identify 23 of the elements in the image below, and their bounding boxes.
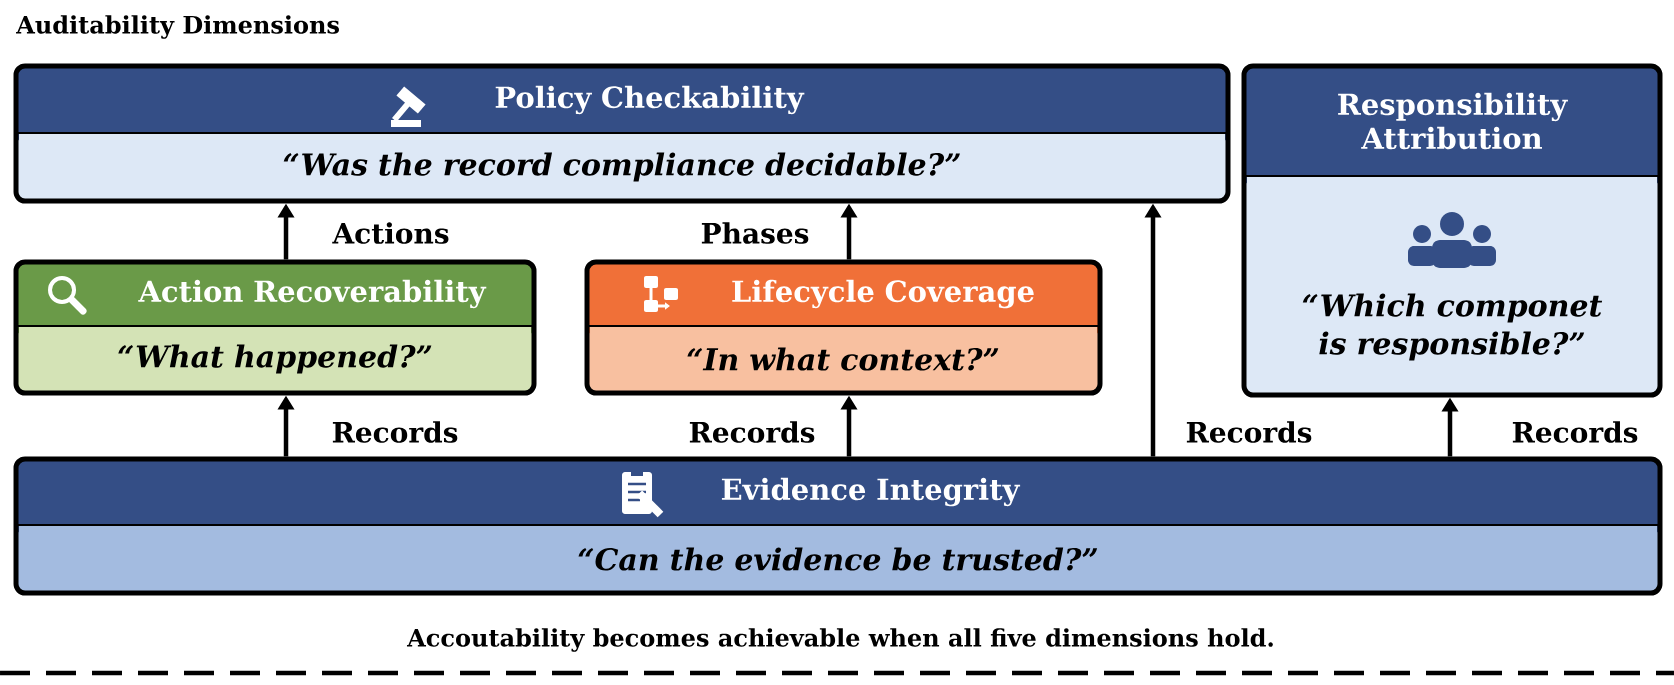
guiding-question: “What happened?” [118,344,432,374]
box-heading: Policy Checkability [495,85,805,115]
edge-label: Records [689,421,815,443]
dimension-box [13,259,537,396]
edge-label: Records [1186,421,1312,443]
box-heading: Lifecycle Coverage [732,279,1034,309]
box-heading: Responsibility Attribution [1338,92,1568,150]
guiding-question: “Was the record compliance decidable?” [283,152,960,182]
edge-label: Records [1512,421,1638,443]
edge-label: Actions [332,222,449,244]
title: Auditability Dimensions [16,15,339,39]
guiding-question: “In what context?” [687,347,999,371]
guiding-question: “Can the evidence be trusted?” [578,547,1098,571]
dimension-box [13,63,1231,204]
caption: Accoutability becomes achievable when all five dimensions hold. [406,628,1273,652]
box-heading: Action Recoverability [138,279,487,309]
dimension-box [13,456,1663,596]
edge-label: Records [332,421,458,443]
dimension-box [1241,63,1663,398]
guiding-question: “Which componet is responsible?” [1302,293,1603,361]
box-heading: Evidence Integrity [721,477,1021,507]
edge-label: Phases [701,222,809,244]
dimension-box [584,259,1103,396]
